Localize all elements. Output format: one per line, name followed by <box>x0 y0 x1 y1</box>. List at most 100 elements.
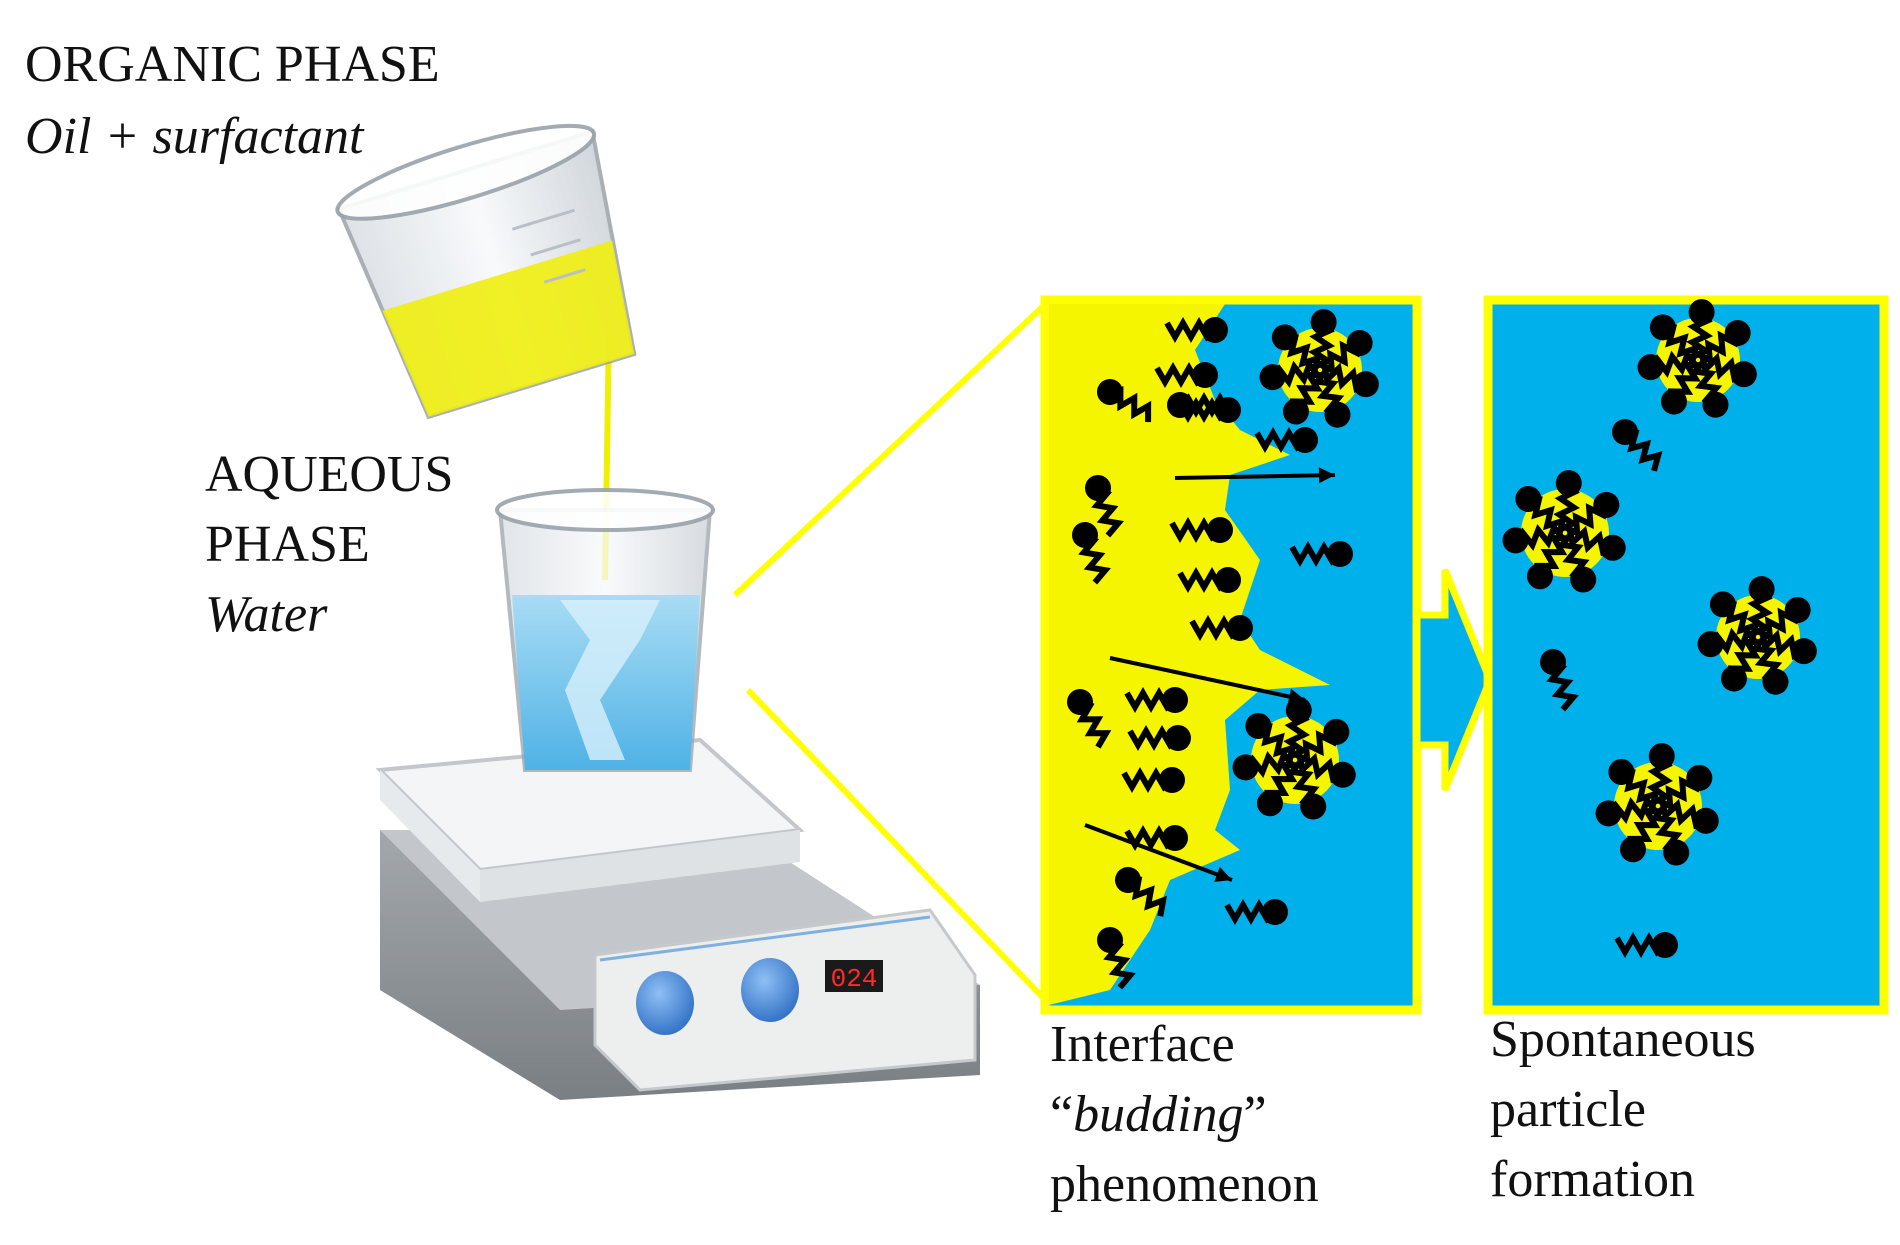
surfactant-molecule <box>1553 470 1582 534</box>
surfactant-molecule <box>1085 475 1124 538</box>
budding-molecules <box>1067 309 1379 990</box>
surfactant-molecule <box>1067 689 1112 749</box>
surfactant-molecule <box>1169 516 1233 544</box>
surfactant-molecule <box>1283 697 1312 761</box>
surfactant-molecule <box>1637 348 1700 381</box>
surfactant-molecule <box>1097 927 1136 990</box>
surfactant-molecule <box>1746 576 1775 638</box>
surfactant-molecule <box>1515 485 1567 538</box>
surfactant-molecule <box>1154 361 1218 389</box>
micelle-particle <box>1637 299 1757 418</box>
micelle-particle <box>1502 470 1626 593</box>
surfactant-molecule <box>1224 898 1288 926</box>
surfactant-molecule <box>1556 530 1597 593</box>
surfactant-molecule <box>1502 521 1567 554</box>
migration-arrow <box>1174 473 1336 480</box>
budding-caption-italic: budding <box>1073 1086 1244 1143</box>
migration-arrowhead <box>1318 467 1335 484</box>
migration-arrow <box>1084 823 1233 882</box>
zoom-line-bottom <box>745 687 1053 1008</box>
surfactant-molecule <box>1649 314 1700 365</box>
migration-arrowhead <box>1287 688 1305 705</box>
surfactant-molecule <box>1311 367 1351 428</box>
micelle-particle <box>1697 576 1817 695</box>
surfactant-molecule <box>1289 540 1353 568</box>
stirrer-display <box>825 960 883 992</box>
surfactant-molecule <box>1256 762 1301 817</box>
surfactant-molecule <box>1659 798 1719 834</box>
surfactant-molecule <box>1282 371 1326 425</box>
surfactant-molecule <box>1097 379 1152 423</box>
surfactant-molecule <box>1649 803 1690 866</box>
surfactant-molecule <box>1124 686 1188 714</box>
surfactant-molecule <box>1561 491 1620 539</box>
surfactant-molecule <box>1167 391 1231 419</box>
formation-caption-line1: Spontaneous <box>1490 1011 1756 1068</box>
surfactant-molecule <box>1321 362 1379 398</box>
organic-phase-title: ORGANIC PHASE <box>25 36 440 93</box>
budding-caption-line3: phenomenon <box>1050 1156 1319 1213</box>
surfactant-molecule <box>1316 329 1373 376</box>
surfactant-molecule <box>1608 758 1660 811</box>
magnetic-stirrer: 024 <box>375 737 980 1100</box>
micelle-particle <box>1232 697 1356 820</box>
zoom-line-top <box>732 297 1053 598</box>
surfactant-molecule <box>1654 764 1713 812</box>
budding-caption-line2: “budding” <box>1050 1080 1267 1150</box>
speed-knob[interactable] <box>636 971 694 1035</box>
formation-panel <box>1483 295 1889 1015</box>
surfactant-molecule <box>1759 629 1817 665</box>
surfactant-molecule <box>1709 591 1760 642</box>
surfactant-molecule <box>1686 299 1715 361</box>
stirrer-display-value: 024 <box>831 964 878 994</box>
surfactant-molecule <box>1164 316 1228 344</box>
surfactant-molecule <box>1689 357 1729 418</box>
temperature-knob[interactable] <box>741 958 799 1022</box>
formation-caption-line3: formation <box>1490 1151 1696 1208</box>
organic-phase-subtitle: Oil + surfactant <box>25 108 364 165</box>
surfactant-molecule <box>1271 324 1322 375</box>
surfactant-molecule <box>1754 596 1811 643</box>
surfactant-molecule <box>1646 743 1675 807</box>
surfactant-molecule <box>1115 867 1168 917</box>
surfactant-molecule <box>1121 766 1185 794</box>
process-arrow <box>1413 568 1494 792</box>
surfactant-molecule <box>1308 309 1337 371</box>
surfactant-molecule <box>1177 566 1241 594</box>
migration-arrowhead <box>1214 866 1232 882</box>
budding-caption-line1: Interface <box>1050 1016 1235 1073</box>
surfactant-molecule <box>1232 748 1297 781</box>
pouring-beaker <box>335 123 637 420</box>
surfactant-molecule <box>1612 419 1663 472</box>
surfactant-molecule <box>1720 638 1764 692</box>
surfactant-molecule <box>1660 361 1704 415</box>
surfactant-molecule <box>1296 752 1356 788</box>
surfactant-molecule <box>1619 808 1664 863</box>
aqueous-phase-subtitle: Water <box>205 586 328 643</box>
water-beaker <box>495 488 715 772</box>
surfactant-molecule <box>1254 426 1318 454</box>
formation-molecules <box>1502 299 1817 959</box>
surfactant-molecule <box>1699 352 1757 388</box>
surfactant-molecule <box>1189 614 1253 642</box>
surfactant-molecule <box>1694 319 1751 366</box>
surfactant-molecule <box>1749 634 1789 695</box>
oil-interface <box>1049 304 1330 1005</box>
surfactant-molecule <box>1291 718 1350 766</box>
aqueous-phase-title-line1: AQUEOUS <box>205 446 454 503</box>
surfactant-molecule <box>1614 931 1678 959</box>
surfactant-molecule <box>1072 522 1111 585</box>
micelle-particle <box>1259 309 1379 428</box>
surfactant-molecule <box>1697 625 1760 658</box>
migration-arrow <box>1109 656 1306 702</box>
surfactant-molecule <box>1526 535 1571 590</box>
surfactant-molecule <box>1540 649 1579 712</box>
surfactant-molecule <box>1127 724 1191 752</box>
surfactant-molecule <box>1286 757 1327 820</box>
surfactant-molecule <box>1259 358 1322 391</box>
budding-open-quote: “ <box>1050 1086 1074 1143</box>
surfactant-molecule <box>1595 794 1660 827</box>
micelle-particle <box>1595 743 1719 866</box>
